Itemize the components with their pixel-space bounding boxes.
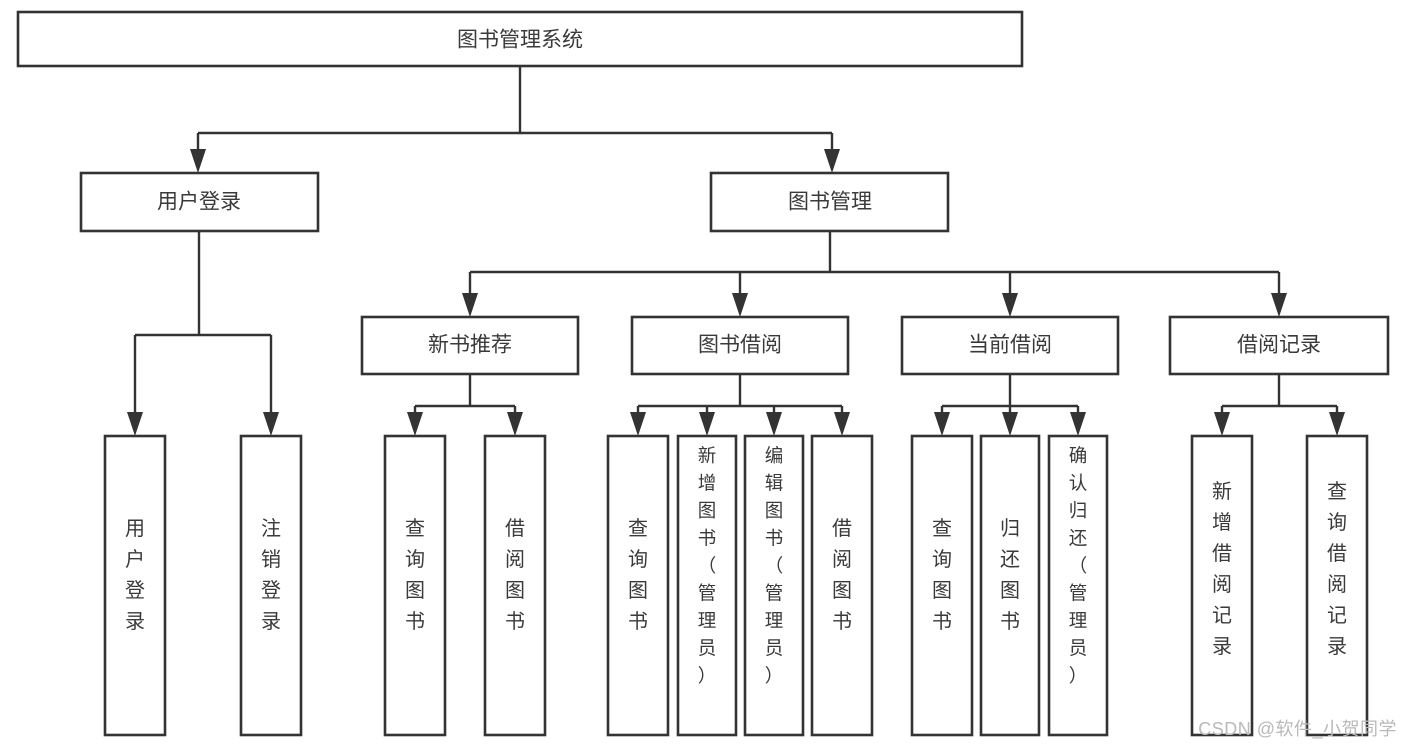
node-user-login-box[interactable]: [79, 171, 320, 233]
node-leaf-1-box[interactable]: [103, 434, 167, 737]
node-borrow-record-box[interactable]: [1168, 315, 1390, 376]
node-leaf-13-box[interactable]: [1305, 434, 1369, 737]
node-leaf-11[interactable]: 确认归还（管理员）: [1047, 434, 1109, 737]
node-leaf-10-box[interactable]: [979, 434, 1041, 737]
arrow-to-leaf-4: [507, 412, 523, 436]
arrow-to-leaf-8: [834, 412, 850, 436]
arrow-to-leaf-5: [630, 412, 646, 436]
node-borrow-record-label: 借阅记录: [1237, 334, 1321, 357]
node-leaf-8[interactable]: 借阅图书: [810, 434, 874, 737]
node-leaf-4[interactable]: 借阅图书: [483, 434, 547, 737]
edge-bookmanage-bus: [468, 231, 1281, 298]
node-leaf-3-label: 查询图书: [405, 517, 425, 633]
node-leaf-13-label: 查询借阅记录: [1327, 480, 1347, 658]
node-leaf-13[interactable]: 查询借阅记录: [1305, 434, 1369, 737]
node-leaf-1-label: 用户登录: [125, 518, 145, 633]
node-new-book-rec-box[interactable]: [360, 315, 580, 376]
edge-borrowrecord-bus: [1220, 374, 1339, 424]
node-leaf-7-box[interactable]: [743, 434, 805, 737]
edge-userlogin-bus: [133, 231, 273, 424]
node-leaf-6[interactable]: 新增图书（管理员）: [676, 434, 738, 737]
arrow-to-book-borrow: [732, 293, 748, 317]
node-leaf-11-label: 确认归还（管理员）: [1069, 445, 1088, 686]
arrow-to-leaf-12: [1214, 412, 1230, 436]
edge-root-bus: [196, 66, 834, 161]
arrow-to-leaf-7: [766, 412, 782, 436]
node-leaf-7-label: 编辑图书（管理员）: [765, 445, 784, 686]
arrow-to-borrow-record: [1271, 293, 1287, 317]
node-leaf-4-box[interactable]: [483, 434, 547, 737]
node-leaf-3-box[interactable]: [383, 434, 447, 737]
arrow-to-leaf-11: [1070, 412, 1086, 436]
node-leaf-6-box[interactable]: [676, 434, 738, 737]
arrow-to-book-manage: [824, 149, 840, 173]
node-user-login[interactable]: 用户登录: [79, 171, 320, 233]
node-new-book-rec[interactable]: 新书推荐: [360, 315, 580, 376]
node-leaf-10[interactable]: 归还图书: [979, 434, 1041, 737]
node-leaf-2-box[interactable]: [239, 434, 303, 737]
node-current-borrow-box[interactable]: [900, 315, 1120, 376]
arrow-to-new-book-rec: [462, 293, 478, 317]
node-root-label: 图书管理系统: [457, 29, 583, 52]
arrow-to-current-borrow: [1002, 293, 1018, 317]
node-leaf-8-label: 借阅图书: [832, 517, 852, 633]
node-leaf-2[interactable]: 注销登录: [239, 434, 303, 737]
arrow-to-leaf-2: [263, 412, 279, 436]
node-leaf-12[interactable]: 新增借阅记录: [1190, 434, 1254, 737]
arrow-to-leaf-13: [1329, 412, 1345, 436]
connector-layer: [127, 66, 1345, 436]
node-root[interactable]: 图书管理系统: [16, 10, 1024, 68]
node-book-borrow[interactable]: 图书借阅: [630, 315, 850, 376]
node-leaf-5-label: 查询图书: [628, 517, 648, 633]
node-book-manage-label: 图书管理: [788, 191, 872, 214]
node-leaf-3[interactable]: 查询图书: [383, 434, 447, 737]
edge-newbook-bus: [413, 374, 517, 424]
node-leaf-5[interactable]: 查询图书: [606, 434, 670, 737]
node-leaf-4-label: 借阅图书: [505, 517, 525, 633]
arrow-to-leaf-10: [1002, 412, 1018, 436]
node-borrow-record[interactable]: 借阅记录: [1168, 315, 1390, 376]
arrow-to-user-login: [190, 149, 206, 173]
node-current-borrow-label: 当前借阅: [968, 334, 1052, 357]
node-leaf-1[interactable]: 用户登录: [103, 434, 167, 737]
arrow-to-leaf-1: [127, 412, 143, 436]
node-new-book-rec-label: 新书推荐: [428, 334, 512, 357]
node-leaf-11-box[interactable]: [1047, 434, 1109, 737]
node-leaf-8-box[interactable]: [810, 434, 874, 737]
node-leaf-9-box[interactable]: [910, 434, 974, 737]
arrow-to-leaf-3: [407, 412, 423, 436]
node-book-borrow-label: 图书借阅: [698, 334, 782, 357]
node-leaf-9[interactable]: 查询图书: [910, 434, 974, 737]
node-leaf-6-label: 新增图书（管理员）: [698, 445, 717, 686]
node-leaf-7[interactable]: 编辑图书（管理员）: [743, 434, 805, 737]
node-leaf-12-box[interactable]: [1190, 434, 1254, 737]
arrow-to-leaf-6: [699, 412, 715, 436]
node-leaf-9-label: 查询图书: [932, 517, 952, 633]
node-current-borrow[interactable]: 当前借阅: [900, 315, 1120, 376]
node-book-manage-box[interactable]: [709, 171, 950, 233]
node-leaf-12-label: 新增借阅记录: [1212, 480, 1232, 658]
arrow-to-leaf-9: [934, 412, 950, 436]
node-leaf-5-box[interactable]: [606, 434, 670, 737]
node-leaf-2-label: 注销登录: [261, 517, 281, 633]
node-book-manage[interactable]: 图书管理: [709, 171, 950, 233]
edge-bookborrow-bus: [636, 374, 844, 424]
node-book-borrow-box[interactable]: [630, 315, 850, 376]
node-user-login-label: 用户登录: [157, 191, 241, 214]
node-leaf-10-label: 归还图书: [1000, 517, 1020, 633]
node-root-box[interactable]: [16, 10, 1024, 68]
